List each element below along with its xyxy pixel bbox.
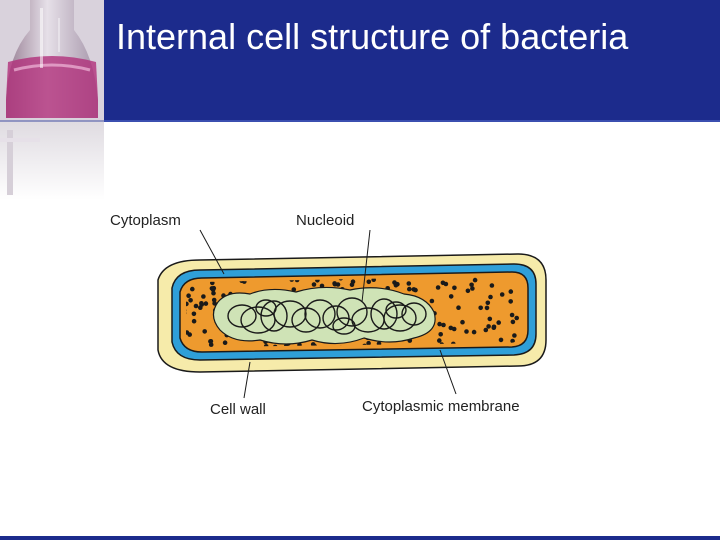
ribosome-dot xyxy=(443,281,449,287)
ribosome-dot xyxy=(491,325,497,330)
bacteria-cell-diagram: Cytoplasm Nucleoid Cell wall Cytoplasmic… xyxy=(100,200,570,430)
ribosome-dot xyxy=(187,332,192,337)
ribosome-dot xyxy=(392,280,397,285)
ribosome-dot xyxy=(310,342,316,347)
ribosome-dot xyxy=(193,303,199,309)
footer-bar xyxy=(0,536,720,540)
ribosome-dot xyxy=(413,287,418,293)
ribosome-dot xyxy=(448,325,454,331)
ribosome-dot xyxy=(456,305,461,310)
ribosome-dot xyxy=(209,286,215,291)
ribosome-dot xyxy=(211,297,217,303)
ribosome-dot xyxy=(487,316,493,322)
ribosome-dot xyxy=(478,305,484,311)
ribosome-dot xyxy=(486,324,491,329)
ribosome-dot xyxy=(485,300,491,306)
ribosome-dot xyxy=(471,329,477,335)
ribosome-dot xyxy=(509,312,515,318)
ribosome-dot xyxy=(291,287,297,292)
ribosome-dot xyxy=(435,285,441,290)
ribosome-dot xyxy=(510,319,516,325)
ribosome-dot xyxy=(465,288,471,294)
nucleoid-label: Nucleoid xyxy=(296,212,355,229)
ribosome-dot xyxy=(496,320,502,325)
ribosome-dot xyxy=(429,298,435,304)
ribosome-dot xyxy=(366,279,372,285)
ribosome-dot xyxy=(190,286,195,292)
ribosome-dot xyxy=(483,327,489,333)
ribosome-dot xyxy=(201,294,206,299)
ribosome-dot xyxy=(472,277,478,283)
header-divider xyxy=(0,120,720,122)
ribosome-dot xyxy=(452,285,457,291)
cytoplasm-label: Cytoplasm xyxy=(110,212,181,229)
cell-illustration xyxy=(157,229,547,399)
ribosome-dot xyxy=(484,305,490,311)
ribosome-dot xyxy=(203,301,209,306)
ribosome-dot xyxy=(508,299,513,304)
ribosome-dot xyxy=(441,322,446,328)
ribosome-dot xyxy=(438,332,444,337)
ribosome-dot xyxy=(489,283,495,288)
cell-wall-label: Cell wall xyxy=(210,401,266,418)
flask-icon xyxy=(0,0,104,200)
header-bar xyxy=(0,0,720,120)
ribosome-dot xyxy=(311,282,317,287)
ribosome-dot xyxy=(407,286,412,292)
ribosome-dot xyxy=(406,281,412,286)
ribosome-dot xyxy=(508,289,514,294)
ribosome-dot xyxy=(488,294,493,300)
ribosome-dot xyxy=(448,294,454,299)
page-title: Internal cell structure of bacteria xyxy=(116,16,629,57)
cytoplasmic-membrane-label: Cytoplasmic membrane xyxy=(362,398,520,415)
ribosome-dot xyxy=(191,318,197,324)
ribosome-dot xyxy=(499,292,505,297)
ribosome-dot xyxy=(464,329,469,334)
ribosome-dot xyxy=(202,329,207,334)
ribosome-dot xyxy=(469,282,474,288)
ribosome-dot xyxy=(470,286,475,291)
ribosome-dot xyxy=(186,301,189,307)
ribosome-dot xyxy=(211,290,216,296)
ribosome-dot xyxy=(222,340,228,345)
ribosome-dot xyxy=(512,333,517,338)
ribosome-dot xyxy=(349,282,355,287)
ribosome-dot xyxy=(437,321,442,327)
ribosome-dot xyxy=(186,293,191,298)
ribosome-dot xyxy=(514,315,519,321)
ribosome-dot xyxy=(510,338,515,344)
ribosome-dot xyxy=(366,340,371,346)
ribosome-dot xyxy=(199,301,204,306)
ribosome-dot xyxy=(498,337,504,343)
ribosome-dot xyxy=(191,311,197,317)
ribosome-dot xyxy=(332,281,338,287)
ribosome-dot xyxy=(437,338,442,343)
ribosome-dot xyxy=(208,339,213,344)
ribosome-dot xyxy=(188,298,193,303)
ribosome-dot xyxy=(460,319,465,325)
